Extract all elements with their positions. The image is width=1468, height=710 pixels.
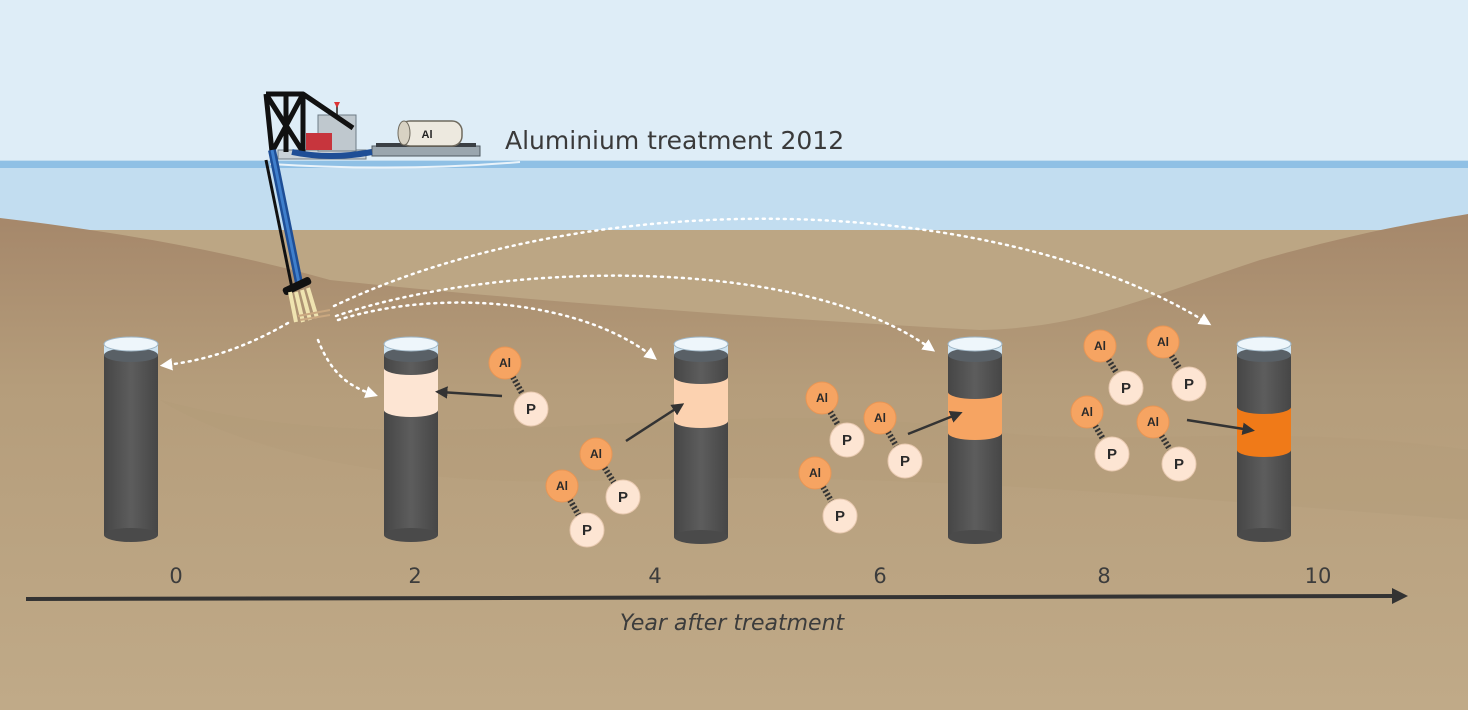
al-atom [579,437,613,471]
p-atom-label: P [900,453,910,470]
al-p-complex: AlP [805,381,865,458]
dispersion-arrow-year-4 [336,301,657,360]
p-atom [513,391,549,427]
al-atom [863,401,897,435]
lake-water [0,160,1468,230]
p-atom [1171,366,1207,402]
al-atom [1136,405,1170,439]
al-p-complex: AlP [1146,325,1207,402]
p-atom-label: P [835,508,845,525]
al-atom [798,456,832,490]
time-axis-arrowhead [1392,588,1408,604]
al-p-complex: AlP [863,401,923,479]
al-atom [805,381,839,415]
p-atom-label: P [1121,380,1131,397]
al-p-complex: AlP [545,469,605,548]
sediment-core-year-10 [1236,336,1292,542]
treatment-vessel: Al [263,91,521,323]
binding-arrow-year-4 [625,403,685,443]
year-label-4: 4 [648,564,661,588]
p-atom-label: P [582,522,592,539]
al-p-complex: AlP [488,346,549,427]
p-atom-label: P [1174,456,1184,473]
al-layer-year-6 [948,392,1002,440]
p-atom-label: P [1107,446,1117,463]
p-atom [887,443,923,479]
al-atom [488,346,522,380]
p-atom-label: P [526,401,536,418]
p-atom-label: P [618,489,628,506]
p-atom [1108,370,1144,406]
diagram-title: Aluminium treatment 2012 [505,126,844,155]
p-atom [829,422,865,458]
binding-arrow-year-6 [907,410,963,436]
binding-arrow-year-2 [435,386,503,399]
al-p-complex: AlP [798,456,858,534]
p-atom [822,498,858,534]
dispersion-arrow-year-0 [159,321,290,371]
axis-label: Year after treatment [620,611,846,636]
al-p-complex: AlP [579,437,641,515]
sky [0,0,1468,170]
al-atom-label: Al [1094,339,1106,353]
al-tank-label: Al [422,129,433,141]
al-atom [1070,395,1104,429]
al-atom-label: Al [809,466,821,480]
al-atom [1146,325,1180,359]
p-atom [605,479,641,515]
al-p-complex: AlP [1136,405,1197,482]
year-label-8: 8 [1097,564,1110,588]
binding-arrows [435,386,1255,443]
p-atom [1161,446,1197,482]
binding-arrow-year-10 [1186,418,1255,435]
al-layer-year-2 [384,368,438,417]
year-label-0: 0 [169,564,182,588]
al-atom-label: Al [499,356,511,370]
dispersion-arrow-year-2 [316,338,378,398]
time-axis: 0 2 4 6 8 10 Year after treatment [25,564,1408,636]
al-atom-label: Al [1081,405,1093,419]
al-atom-label: Al [590,447,602,461]
year-label-10: 10 [1305,564,1332,588]
time-axis-line [25,594,1395,601]
al-atom-label: Al [1157,335,1169,349]
p-atom [1094,436,1130,472]
dispersion-arrow-year-6 [334,274,936,352]
water-surface [0,161,1468,168]
dispersion-arrow-year-10 [332,217,1212,326]
al-atom-label: Al [556,479,568,493]
p-atom-label: P [842,432,852,449]
al-p-complex: AlP [1083,329,1144,406]
al-atom-label: Al [874,411,886,425]
al-p-complex: AlP [1070,395,1130,472]
p-atom [569,512,605,548]
al-atom-label: Al [816,391,828,405]
al-layer-year-4 [674,377,728,428]
al-atom [1083,329,1117,363]
sediment-core-year-4 [673,336,729,544]
al-atom-label: Al [1147,415,1159,429]
sediment-core-year-2 [383,336,439,542]
al-layer-year-10 [1237,407,1291,457]
sediment-core-year-0 [103,336,159,542]
year-label-2: 2 [408,564,421,588]
sediment-cores [103,336,1292,544]
sediment-core-year-6 [947,336,1003,544]
year-label-6: 6 [873,564,886,588]
p-atom-label: P [1184,376,1194,393]
dispersion-arrows [159,217,1212,398]
al-atom [545,469,579,503]
